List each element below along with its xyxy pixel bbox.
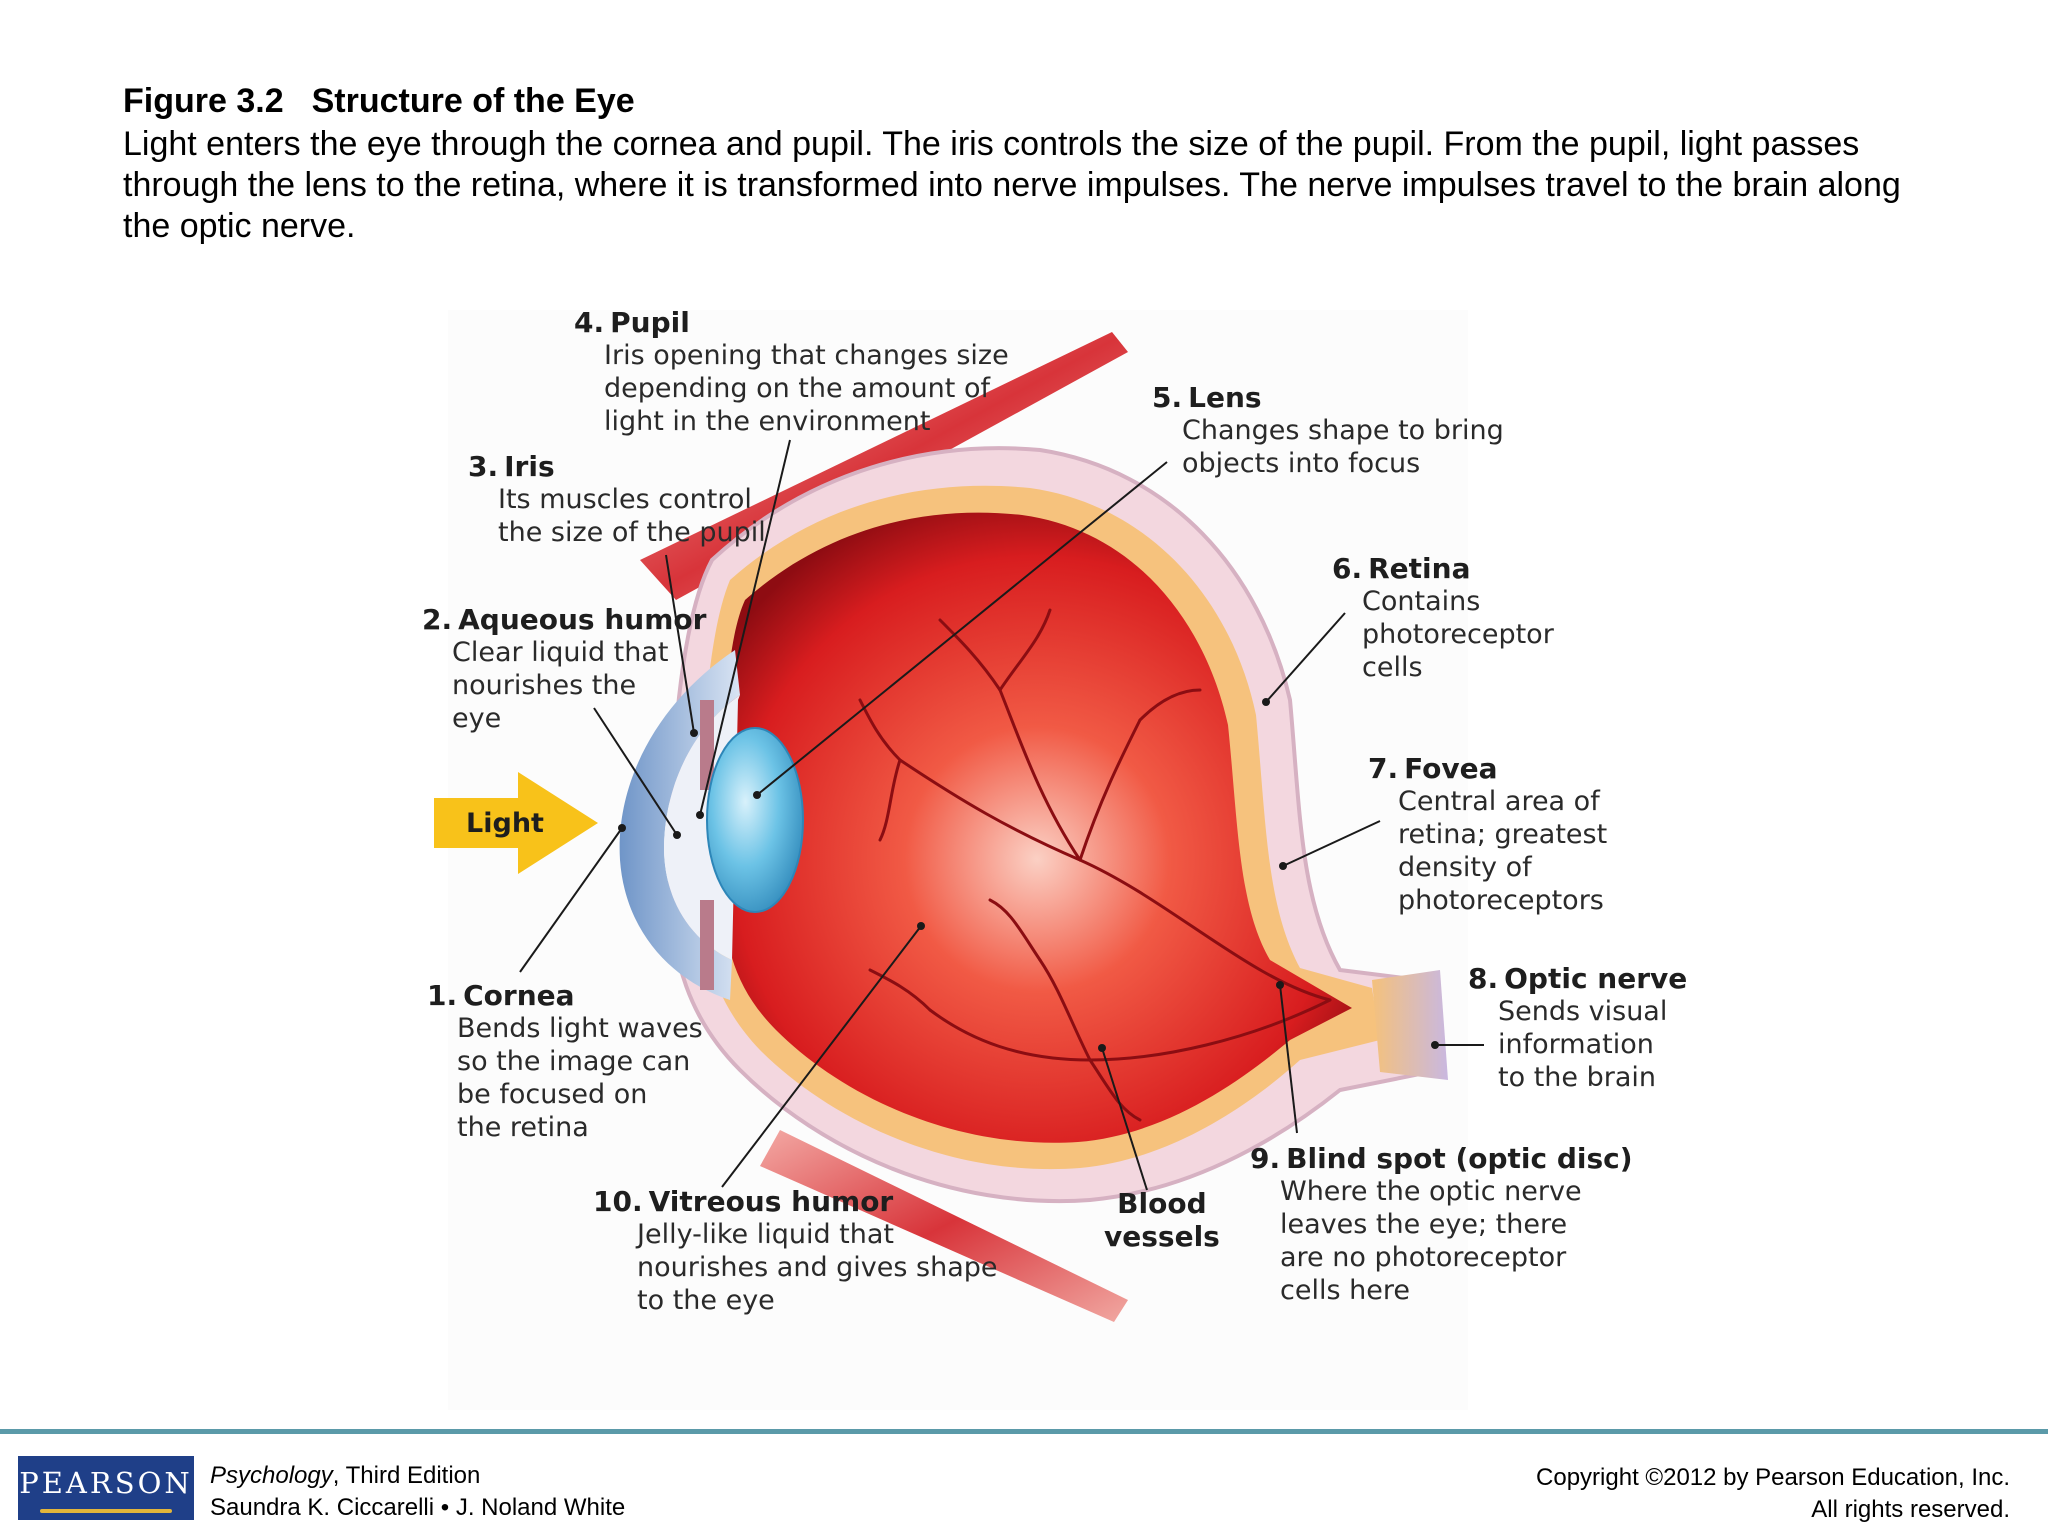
label-blood-vessels: Blood vessels — [1104, 1187, 1220, 1253]
blood-vessels — [858, 608, 1332, 1122]
label-vitreous-humor: 10.Vitreous humor Jelly-like liquid that… — [593, 1185, 998, 1316]
book-info: Psychology, Third Edition Saundra K. Cic… — [210, 1460, 625, 1524]
label-pupil: 4.Pupil Iris opening that changes size d… — [574, 306, 1009, 437]
cornea-shape — [619, 650, 740, 1000]
book-authors: Saundra K. Ciccarelli • J. Noland White — [210, 1494, 626, 1521]
label-cornea: 1.Cornea Bends light waves so the image … — [427, 979, 703, 1143]
label-optic-nerve: 8.Optic nerve Sends visual information t… — [1468, 962, 1688, 1093]
leader-lines — [519, 439, 1484, 1191]
label-fovea: 7.Fovea Central area of retina; greatest… — [1368, 752, 1608, 916]
light-arrow — [434, 772, 598, 874]
book-edition: , Third Edition — [332, 1462, 481, 1489]
pearson-logo: PEARSON — [18, 1456, 194, 1520]
vitreous-chamber — [722, 512, 1352, 1143]
leader-dots — [618, 698, 1439, 1052]
copyright-notice: Copyright ©2012 by Pearson Education, In… — [1536, 1464, 2010, 1523]
optic-nerve-shape — [1372, 970, 1448, 1080]
label-aqueous-humor: 2.Aqueous humor Clear liquid that nouris… — [422, 603, 707, 734]
light-arrow-label: Light — [466, 808, 544, 839]
figure-title: Figure 3.2 Structure of the Eye — [123, 82, 635, 121]
label-iris: 3.Iris Its muscles control the size of t… — [468, 450, 766, 548]
book-title: Psychology — [210, 1462, 333, 1489]
figure-caption: Light enters the eye through the cornea … — [123, 125, 1901, 245]
label-retina: 6.Retina Contains photoreceptor cells — [1332, 552, 1554, 683]
label-lens: 5.Lens Changes shape to bring objects in… — [1152, 381, 1504, 479]
figure-name: Structure of the Eye — [311, 82, 635, 120]
lens-shape — [706, 727, 804, 913]
label-blind-spot: 9.Blind spot (optic disc) Where the opti… — [1250, 1142, 1633, 1306]
figure-number: Figure 3.2 — [123, 82, 284, 120]
footer-divider — [0, 1429, 2048, 1434]
